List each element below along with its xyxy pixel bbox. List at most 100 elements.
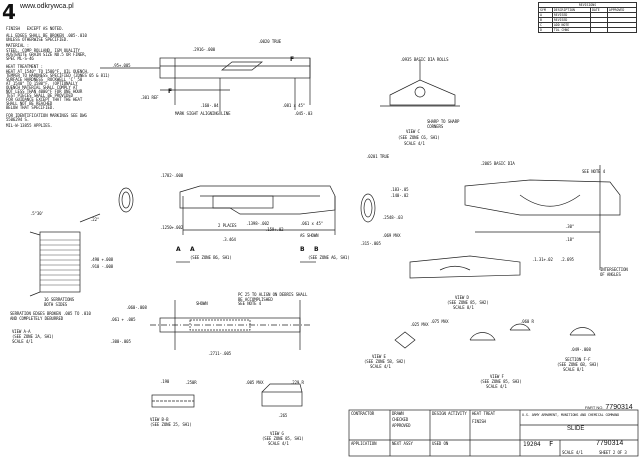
note-line: SURFACE HARDNESS ROCKWELL 'C' 58 bbox=[6, 77, 83, 82]
note-line: AT 1540° TO 1580°F. (OPTIONALLY bbox=[6, 81, 78, 86]
title-block: CONTRACTOR DRAWN CHECKED APPROVED DESIGN… bbox=[349, 404, 638, 456]
dimension: .060 R bbox=[520, 319, 534, 324]
dimension: .2711-.005 bbox=[208, 351, 232, 356]
note-line: SPEC ML-S-46 bbox=[6, 56, 34, 61]
sharp-corners-note: SHARP TO SHARP CORNERS bbox=[427, 119, 460, 129]
section-label: SECTION F-F bbox=[565, 357, 591, 362]
dimension: .2916-.000 bbox=[192, 47, 216, 52]
zone-b6-label: (SEE ZONE B6, SH1) bbox=[190, 255, 232, 260]
dimension: .1398-.002 bbox=[246, 221, 270, 226]
right-slide-view bbox=[464, 165, 621, 270]
page-number: 4 bbox=[2, 0, 16, 24]
dimension: .22° bbox=[90, 217, 100, 222]
dimension: .3.464 bbox=[222, 237, 236, 242]
view-bb-detail bbox=[151, 394, 195, 408]
shown-label: SHOWN bbox=[196, 301, 208, 306]
dimension: .265 bbox=[278, 413, 288, 418]
dimension: .18° bbox=[565, 237, 575, 242]
dimension: .315-.005 bbox=[360, 241, 381, 246]
drawing-scale: SCALE 4/1 bbox=[562, 450, 583, 455]
tb-field: DESIGN ACTIVITY bbox=[432, 411, 467, 416]
dimension: .490 +.008 bbox=[90, 257, 114, 262]
basic-dia-label-2: .2065 BASIC DIA bbox=[480, 161, 515, 166]
tb-field: USED ON bbox=[432, 441, 449, 446]
section-marker: B bbox=[314, 246, 319, 253]
dimension: .1782-.000 bbox=[160, 173, 184, 178]
view-b-sub: (SEE ZONE 25, SH1) bbox=[150, 422, 192, 427]
note-line: FOR IDENTIFICATION MARKINGS SEE DWG bbox=[6, 113, 87, 118]
dimension: .301 REF bbox=[140, 95, 159, 100]
dimension: .2548-.03 bbox=[382, 215, 403, 220]
cage-code: 19204 bbox=[523, 441, 541, 448]
dimension: .30° bbox=[565, 224, 575, 229]
dimension: .1250+.002 bbox=[160, 225, 184, 230]
revision-table: REVISIONS SYM DESCRIPTION DATE APPROVED … bbox=[538, 2, 638, 34]
view-a-scale: SCALE 4/1 bbox=[12, 339, 33, 344]
title-block-frame bbox=[348, 409, 639, 457]
view-aa-serrations bbox=[29, 213, 101, 297]
drawing-number: 7790314 bbox=[596, 440, 624, 447]
dimension: .0020 TRUE bbox=[258, 39, 282, 44]
dimension: .183-.05 bbox=[390, 187, 409, 192]
part-no-value: 7790314 bbox=[605, 404, 633, 411]
note-line: AUSTENITE GRAIN SIZE NO.5 OR FINER, bbox=[6, 52, 87, 57]
tb-field: FINISH bbox=[472, 419, 486, 424]
note-line: ALL EDGES SHALL BE BROKEN .005-.010 bbox=[6, 33, 87, 38]
part-no-label: PART NO. bbox=[585, 405, 604, 410]
section-view bbox=[150, 300, 310, 350]
dimension: .061 + .005 bbox=[110, 317, 136, 322]
view-g-scale: SCALE 4/1 bbox=[268, 441, 289, 446]
dimension: .075 MAX bbox=[430, 319, 449, 324]
tb-field: HEAT TREAT bbox=[472, 411, 496, 416]
drawing-title: SLIDE bbox=[567, 426, 585, 432]
view-c-oval bbox=[118, 187, 376, 223]
dimension: .140-.02 bbox=[390, 193, 409, 198]
dimension: .229 R bbox=[290, 380, 304, 385]
note-line: STEEL, COMP ROLLAND, IGM QUALITY bbox=[6, 48, 80, 53]
sight-line-note: MARK SIGHT ALIGNING LINE bbox=[175, 111, 231, 116]
dimension: .2.695 bbox=[560, 257, 574, 262]
view-b-label: VIEW B-B bbox=[150, 417, 169, 422]
dimension: .910 -.008 bbox=[90, 264, 114, 269]
dimension: .081 x 45° bbox=[282, 103, 306, 108]
as-shown-label: AS SHOWN bbox=[300, 233, 319, 238]
dimension: .95+.005 bbox=[112, 63, 131, 68]
view-f-sub: (SEE ZONE 85, SH3) bbox=[480, 379, 522, 384]
tb-field: DRAWN bbox=[392, 411, 404, 416]
top-slide-view bbox=[100, 57, 311, 115]
note-line: HEAT AT 1540° TO 1580°F, OIL QUENCH, bbox=[6, 69, 90, 74]
intersection-note: INTERSECTION OF ANGLES bbox=[600, 267, 628, 277]
section-marker: A bbox=[176, 246, 181, 253]
note-line: SHALL NOT BE REACHED bbox=[6, 101, 53, 106]
tb-field: APPLICATION bbox=[351, 441, 377, 446]
dimension: .159+.02 bbox=[265, 227, 284, 232]
section-marker: B bbox=[300, 246, 305, 253]
tb-field: CONTRACTOR bbox=[351, 411, 375, 416]
view-e-scale: SCALE 4/1 bbox=[370, 364, 391, 369]
dimension: .049-.008 bbox=[570, 347, 591, 352]
note-line: MATERIAL : bbox=[6, 43, 30, 48]
dimension: .250R bbox=[185, 380, 197, 385]
dimension: .025 MAX bbox=[410, 322, 429, 327]
view-f-label: VIEW F bbox=[490, 374, 504, 379]
serrations-note: 16 SERRATIONS BOTH SIDES bbox=[44, 297, 75, 307]
tb-field: NEXT ASSY bbox=[392, 441, 413, 446]
note-line: NOT LESS THAN 4000°F FOR ONE HOUR bbox=[6, 89, 83, 94]
view-g-detail bbox=[261, 383, 303, 407]
view-a-sub: (SEE ZONE 2A, SH1) bbox=[12, 334, 54, 339]
note-line: HEAT TREATMENT : bbox=[6, 64, 43, 69]
note-line: TEST PIECES SHALL BE PROVIDED bbox=[6, 93, 73, 98]
note-line: MIL-W-13855 APPLIES. bbox=[6, 123, 53, 128]
sheet-number: SHEET 2 OF 3 bbox=[599, 450, 627, 455]
serration-edge-note: SERRATION EDGES BROKEN .005 TO .010 AND … bbox=[10, 311, 91, 321]
tb-field: APPROVED bbox=[392, 423, 411, 428]
revision-cell: TOL CHNG bbox=[551, 27, 592, 33]
dimension: .160-.04 bbox=[200, 103, 219, 108]
dimension: .069 MAX bbox=[382, 233, 401, 238]
dimension: .061 x 45° bbox=[300, 221, 324, 226]
dimension: .5°30' bbox=[30, 211, 44, 216]
view-c-scale: SCALE 4/1 bbox=[404, 141, 425, 146]
view-a-label: VIEW A-A bbox=[12, 329, 31, 334]
tb-field: CHECKED bbox=[392, 417, 409, 422]
